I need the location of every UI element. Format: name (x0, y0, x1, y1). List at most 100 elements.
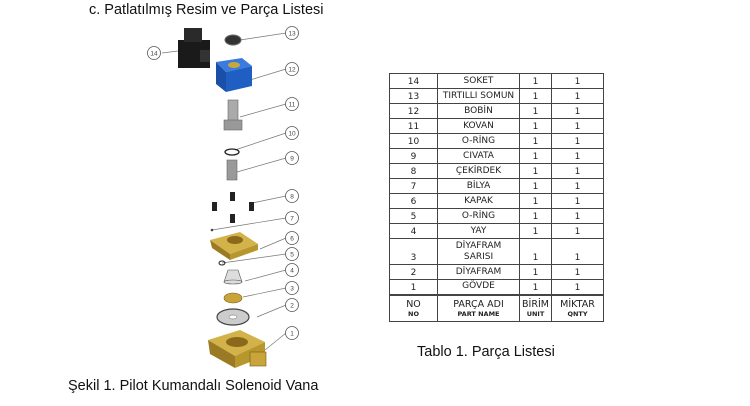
cell-no: 1 (389, 279, 438, 295)
cell-part-name: KOVAN (437, 118, 520, 134)
cell-no: 11 (389, 118, 438, 134)
cell-unit: 1 (519, 148, 552, 164)
cell-unit: 1 (519, 264, 552, 280)
cell-qty: 1 (551, 118, 604, 134)
callout-circle (285, 151, 299, 165)
cell-no: 6 (389, 193, 438, 209)
cell-unit: 1 (519, 133, 552, 149)
core-part (226, 159, 238, 181)
cell-qty: 1 (551, 279, 604, 295)
cell-unit: 1 (519, 193, 552, 209)
table-caption: Tablo 1. Parça Listesi (417, 344, 555, 360)
leader-lines (161, 32, 287, 351)
diaphragm-disc-part (223, 292, 243, 304)
section-heading: c. Patlatılmış Resim ve Parça Listesi (89, 2, 324, 18)
cell-unit: 1 (519, 118, 552, 134)
header-label-english: UNIT (526, 309, 545, 318)
cell-part-name: BOBİN (437, 103, 520, 119)
cell-qty: 1 (551, 208, 604, 224)
cell-part-name: KAPAK (437, 193, 520, 209)
cell-no: 4 (389, 223, 438, 239)
callout-number: 13 (288, 31, 296, 38)
callout-circle (285, 298, 299, 312)
cell-unit: 1 (519, 178, 552, 194)
callout-circle (285, 263, 299, 277)
callout-number: 10 (288, 131, 296, 138)
cell-no: 2 (389, 264, 438, 280)
cell-unit: 1 (519, 103, 552, 119)
cell-qty: 1 (551, 238, 604, 265)
cell-part-name: CIVATA (437, 148, 520, 164)
callout-circle (285, 281, 299, 295)
bolts-part (212, 192, 254, 223)
cell-no: 13 (389, 88, 438, 104)
header-label: MİKTAR (560, 298, 595, 310)
callout-circle (147, 46, 161, 60)
cell-unit: 1 (519, 88, 552, 104)
spring-part (223, 269, 243, 285)
cell-no: 3 (389, 238, 438, 265)
callout-circle (285, 231, 299, 245)
callout-circle (285, 126, 299, 140)
cell-qty: 1 (551, 193, 604, 209)
part-name-line: DİYAFRAM (455, 240, 502, 251)
tube-part (223, 99, 243, 131)
body-part (208, 330, 267, 368)
cell-qty: 1 (551, 103, 604, 119)
cell-unit: 1 (519, 223, 552, 239)
cell-no: 8 (389, 163, 438, 179)
cell-qty: 1 (551, 73, 604, 89)
cell-no: 9 (389, 148, 438, 164)
callout-number: 11 (289, 102, 296, 109)
cell-part-name: O-RİNG (437, 133, 520, 149)
cell-qty: 1 (551, 88, 604, 104)
cell-qty: 1 (551, 148, 604, 164)
cell-no: 5 (389, 208, 438, 224)
cell-no: 10 (389, 133, 438, 149)
cell-unit: 1 (519, 238, 552, 265)
cell-unit: 1 (519, 163, 552, 179)
cell-no: 7 (389, 178, 438, 194)
callout-circle (285, 247, 299, 261)
o-ring-part (224, 148, 240, 156)
diaphragm-part (216, 308, 250, 326)
callout-circle (285, 62, 299, 76)
cell-qty: 1 (551, 223, 604, 239)
cell-no: 12 (389, 103, 438, 119)
socket-part (178, 28, 210, 68)
callout-number: 12 (288, 67, 296, 74)
cell-unit: 1 (519, 279, 552, 295)
cell-no: 14 (389, 73, 438, 89)
callout-number: 2 (290, 303, 294, 310)
cell-part-name: ÇEKİRDEK (437, 163, 520, 179)
header-label-english: NO (408, 309, 419, 318)
header-label-english: PART NAME (457, 309, 500, 318)
callout-circle (285, 97, 299, 111)
callout-number: 14 (150, 51, 158, 58)
callout-number: 7 (290, 216, 294, 223)
part-name-line: SARISI (463, 251, 494, 262)
callout-number: 5 (290, 252, 294, 259)
cover-part (210, 232, 258, 260)
cell-part-name: BİLYA (437, 178, 520, 194)
coil-part (216, 58, 252, 92)
